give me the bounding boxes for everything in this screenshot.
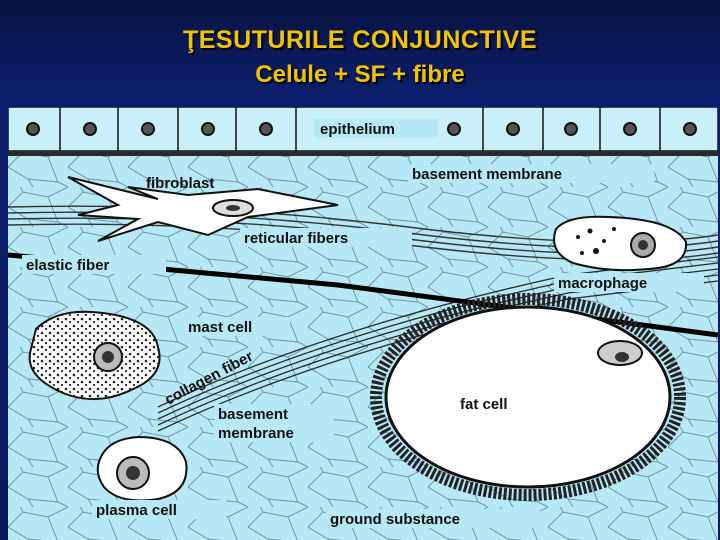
- label-fat-cell: fat cell: [460, 396, 508, 413]
- label-mast-cell: mast cell: [188, 319, 252, 336]
- label-macrophage: macrophage: [558, 275, 647, 292]
- fat-cell: [370, 293, 686, 501]
- diagram-svg: epithelium fibroblast basement membrane …: [8, 107, 718, 540]
- label-reticular-fibers: reticular fibers: [244, 230, 348, 247]
- label-basement-membrane-bottom-2: membrane: [218, 425, 294, 442]
- macrophage-cell: [553, 215, 688, 272]
- label-basement-membrane-bottom-1: basement: [218, 406, 288, 423]
- fibroblast-cell: [67, 176, 339, 242]
- label-epithelium: epithelium: [320, 121, 395, 138]
- label-plasma-cell: plasma cell: [96, 502, 177, 519]
- slide-title: ŢESUTURILE CONJUNCTIVE: [182, 26, 538, 54]
- mast-cell: [28, 310, 161, 401]
- label-basement-membrane-top: basement membrane: [412, 166, 562, 183]
- basement-membrane-line: [8, 151, 718, 156]
- label-elastic-fiber: elastic fiber: [26, 257, 110, 274]
- label-ground-substance: ground substance: [330, 511, 460, 528]
- connective-tissue-diagram: epithelium fibroblast basement membrane …: [8, 107, 718, 540]
- epithelium-layer: [8, 107, 718, 152]
- plasma-cell: [96, 435, 188, 502]
- label-fibroblast: fibroblast: [146, 175, 214, 192]
- slide-subtitle: Celule + SF + fibre: [255, 61, 465, 88]
